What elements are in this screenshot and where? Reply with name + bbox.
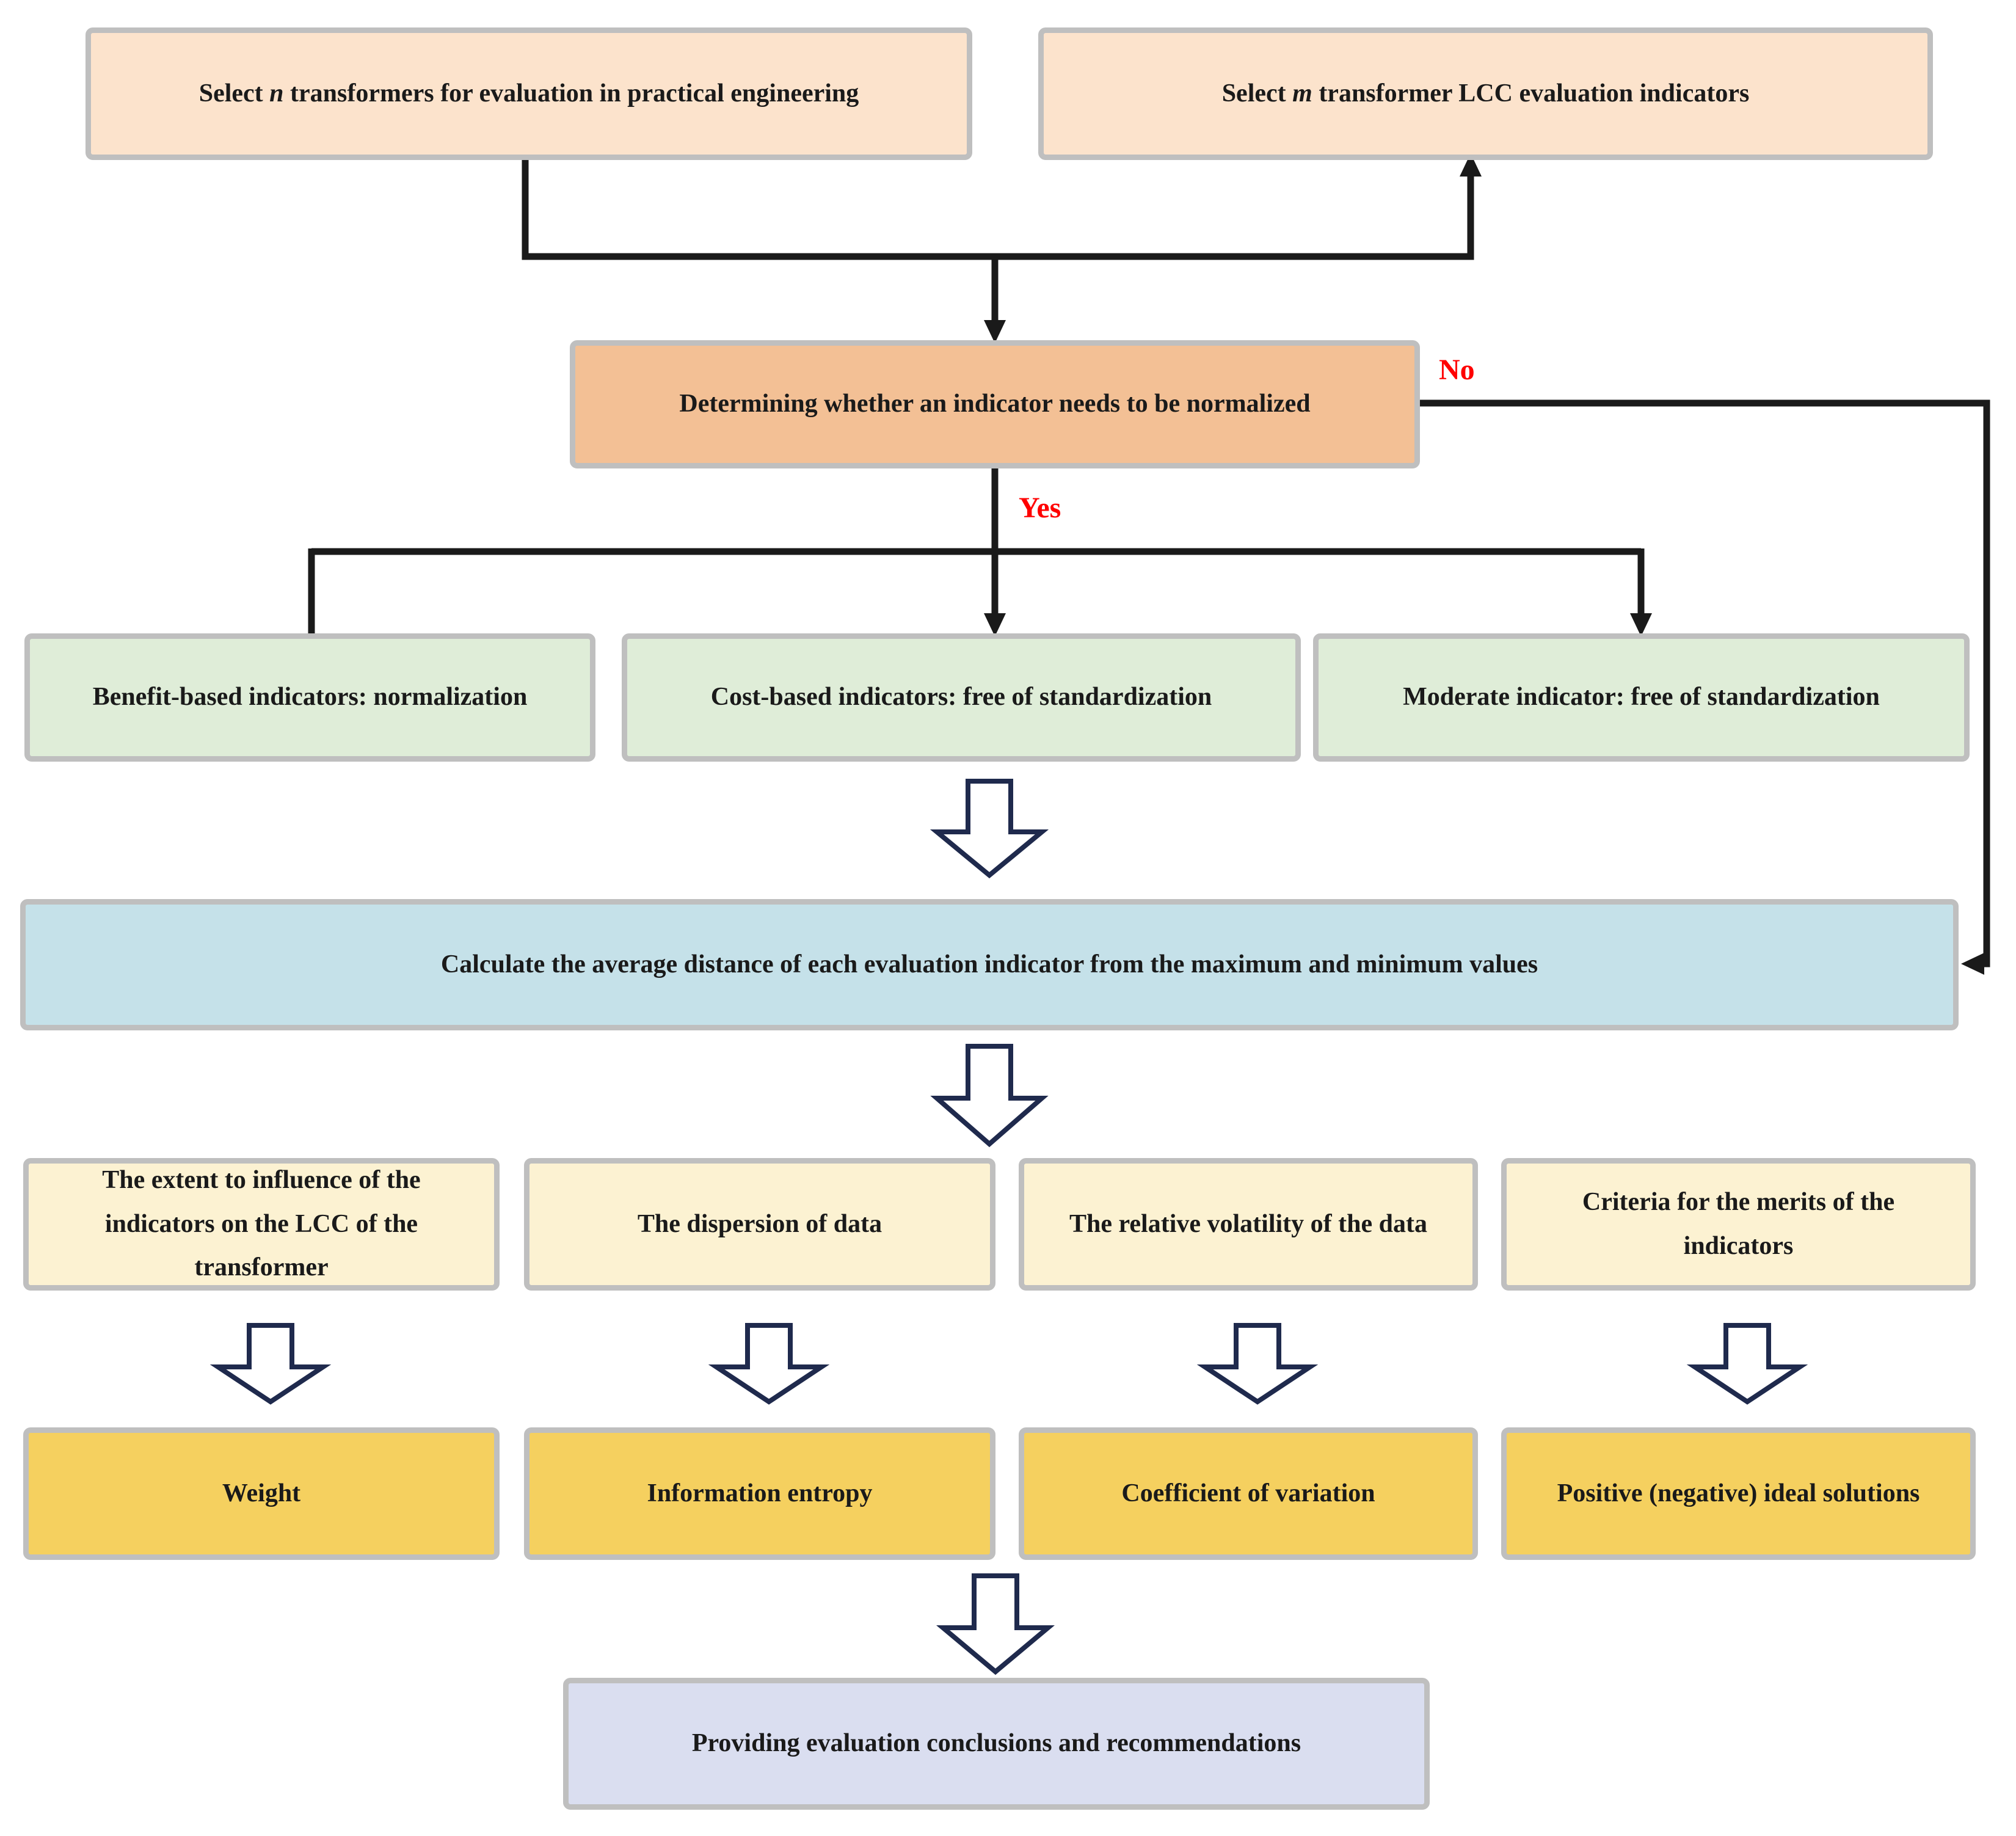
node-select-transformers: Select n transformers for evaluation in … [86, 27, 972, 160]
block-arrow-from-calculate [930, 1044, 1049, 1148]
node-data-dispersion: The dispersion of data [524, 1158, 995, 1291]
edge-top-merge [522, 160, 1474, 260]
block-arrow-entropy [708, 1323, 830, 1405]
arrowhead-into-cost [984, 613, 1006, 636]
edge-label-no: No [1439, 354, 1475, 386]
arrowhead-into-moderate [1630, 613, 1652, 636]
arrowhead-into-calculate [1961, 953, 1984, 975]
node-extent-influence: The extent to influence of the indicator… [23, 1158, 500, 1291]
node-weight: Weight [23, 1427, 500, 1560]
node-coefficient-variation: Coefficient of variation [1019, 1427, 1478, 1560]
edge-label-yes: Yes [1019, 492, 1061, 524]
edge-no-path [1418, 399, 1990, 967]
node-normalization-decision: Determining whether an indicator needs t… [570, 340, 1420, 468]
block-arrow-ideal [1686, 1323, 1808, 1405]
node-benefit-indicators: Benefit-based indicators: normalization [24, 633, 595, 762]
block-arrow-to-calculate [930, 779, 1049, 879]
block-arrow-weight [209, 1323, 332, 1405]
select-transformers-text: Select [198, 79, 270, 107]
node-moderate-indicator: Moderate indicator: free of standardizat… [1313, 633, 1970, 762]
node-conclusions: Providing evaluation conclusions and rec… [563, 1678, 1430, 1810]
node-information-entropy: Information entropy [524, 1427, 995, 1560]
block-arrow-to-conclusion [936, 1573, 1055, 1675]
arrowhead-into-decision [984, 320, 1006, 343]
node-select-indicators: Select m transformer LCC evaluation indi… [1038, 27, 1933, 160]
node-calculate-average-distance: Calculate the average distance of each e… [20, 899, 1959, 1030]
node-ideal-solutions: Positive (negative) ideal solutions [1501, 1427, 1976, 1560]
variable-m: m [1292, 79, 1312, 107]
node-relative-volatility: The relative volatility of the data [1019, 1158, 1478, 1291]
arrowhead-into-indicators [1460, 153, 1482, 177]
variable-n: n [269, 79, 284, 107]
block-arrow-variation [1196, 1323, 1319, 1405]
node-merit-criteria: Criteria for the merits of the indicator… [1501, 1158, 1976, 1291]
node-cost-indicators: Cost-based indicators: free of standardi… [622, 633, 1301, 762]
select-indicators-text: Select [1221, 79, 1293, 107]
